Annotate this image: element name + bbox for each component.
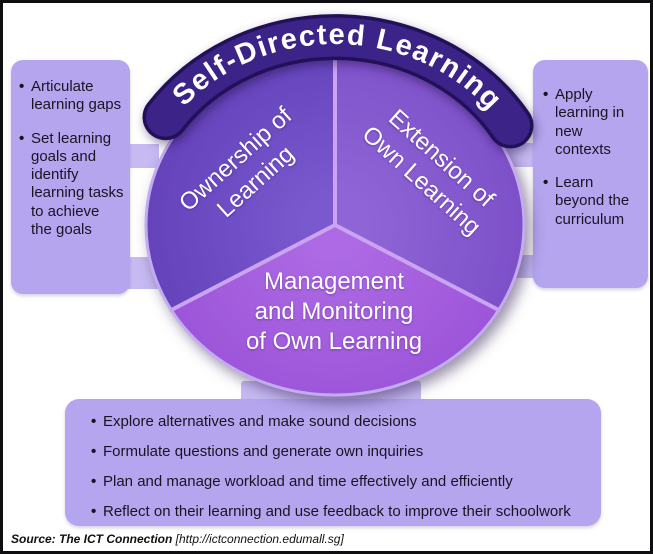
- list-item: Formulate questions and generate own inq…: [91, 443, 591, 460]
- left-callout-box: Articulate learning gaps Set learning go…: [11, 60, 130, 294]
- svg-text:Self-Directed Learning: Self-Directed Learning: [167, 19, 509, 117]
- source-label: Source: The ICT Connection: [11, 532, 173, 546]
- bottom-item-text: Formulate questions and generate own inq…: [103, 443, 424, 460]
- connector-right-bottom: [501, 255, 537, 278]
- bullet-icon: [19, 130, 31, 148]
- bullet-icon: [91, 473, 103, 490]
- title-banner: Self-Directed Learning: [142, 14, 534, 149]
- bottom-item-text: Explore alternatives and make sound deci…: [103, 413, 417, 430]
- bullet-icon: [543, 174, 555, 192]
- list-item: Articulate learning gaps: [19, 78, 124, 115]
- segment-label-ownership: Ownership of Learning: [174, 102, 300, 224]
- bullet-icon: [91, 443, 103, 460]
- list-item: Plan and manage workload and time effect…: [91, 473, 591, 490]
- list-item: Apply learning in new contexts: [543, 86, 634, 159]
- left-item-text: Articulate learning gaps: [31, 78, 122, 114]
- right-callout-box: Apply learning in new contexts Learn bey…: [533, 60, 648, 288]
- right-item-text: Apply learning in new contexts: [555, 86, 625, 158]
- bottom-callout-box: Explore alternatives and make sound deci…: [65, 399, 601, 526]
- bottom-item-text: Plan and manage workload and time effect…: [103, 473, 513, 490]
- right-item-text: Learn beyond the curriculum: [555, 174, 630, 228]
- list-item: Learn beyond the curriculum: [543, 174, 634, 229]
- list-item: Reflect on their learning and use feedba…: [91, 503, 591, 520]
- source-line: Source: The ICT Connection [http://ictco…: [11, 532, 344, 546]
- bullet-icon: [19, 78, 31, 96]
- list-item: Set learning goals and identify learning…: [19, 130, 124, 240]
- source-url: [http://ictconnection.edumall.sg]: [172, 532, 344, 546]
- connector-right-top: [501, 143, 537, 167]
- list-item: Explore alternatives and make sound deci…: [91, 413, 591, 430]
- segment-label-management: Management and Monitoring of Own Learnin…: [245, 268, 423, 355]
- bullet-icon: [91, 413, 103, 430]
- bullet-icon: [543, 86, 555, 104]
- left-item-text: Set learning goals and identify learning…: [31, 129, 124, 239]
- bullet-icon: [91, 503, 103, 520]
- banner-title-text: Self-Directed Learning: [167, 19, 507, 117]
- bottom-item-text: Reflect on their learning and use feedba…: [103, 503, 571, 520]
- segment-label-extension: Extension of Own Learning: [356, 104, 500, 241]
